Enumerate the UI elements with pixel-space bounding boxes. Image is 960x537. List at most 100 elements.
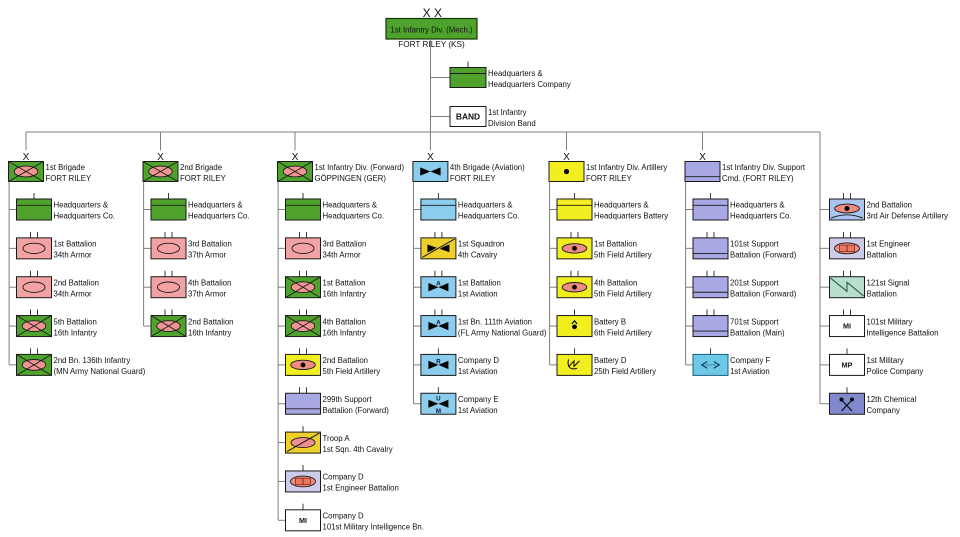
svg-text:1st Sqn. 4th Cavalry: 1st Sqn. 4th Cavalry: [323, 445, 393, 454]
svg-text:Battalion (Main): Battalion (Main): [730, 328, 785, 337]
svg-text:1st Infantry Div. Artillery: 1st Infantry Div. Artillery: [586, 163, 667, 172]
svg-text:16th Infantry: 16th Infantry: [323, 328, 366, 337]
svg-text:2nd Battalion: 2nd Battalion: [323, 356, 369, 365]
svg-text:FORT RILEY: FORT RILEY: [180, 174, 226, 183]
svg-text:Headquarters &: Headquarters &: [488, 69, 543, 78]
svg-text:Headquarters Co.: Headquarters Co.: [458, 212, 520, 221]
svg-text:1st Infantry Div. (Mech.): 1st Infantry Div. (Mech.): [390, 25, 473, 34]
svg-text:Headquarters &: Headquarters &: [54, 201, 109, 210]
svg-text:25th Field Artillery: 25th Field Artillery: [594, 367, 656, 376]
svg-text:5th Field Artillery: 5th Field Artillery: [323, 367, 381, 376]
svg-text:M: M: [436, 408, 441, 415]
svg-text:MI: MI: [299, 516, 307, 525]
svg-text:Battalion: Battalion: [867, 289, 897, 298]
svg-text:A: A: [436, 281, 441, 288]
svg-text:4th Cavalry: 4th Cavalry: [458, 251, 498, 260]
svg-text:Headquarters &: Headquarters &: [730, 201, 785, 210]
svg-text:Company: Company: [867, 406, 900, 415]
svg-text:4th Battalion: 4th Battalion: [323, 317, 366, 326]
svg-text:Cmd. (FORT RILEY): Cmd. (FORT RILEY): [722, 174, 794, 183]
svg-text:701st Support: 701st Support: [730, 317, 779, 326]
svg-text:121st Signal: 121st Signal: [867, 278, 910, 287]
svg-text:37th Armor: 37th Armor: [188, 251, 227, 260]
svg-text:2nd Bn. 136th Infantry: 2nd Bn. 136th Infantry: [54, 356, 131, 365]
svg-text:X: X: [427, 152, 434, 163]
svg-text:Troop A: Troop A: [323, 434, 351, 443]
svg-text:16th Infantry: 16th Infantry: [54, 328, 97, 337]
svg-text:6th Field Artillery: 6th Field Artillery: [594, 328, 652, 337]
svg-text:4th Brigade (Aviation): 4th Brigade (Aviation): [450, 163, 525, 172]
svg-text:FORT RILEY: FORT RILEY: [586, 174, 632, 183]
svg-text:Headquarters &: Headquarters &: [188, 201, 243, 210]
svg-text:X: X: [699, 152, 706, 163]
svg-text:Company E: Company E: [458, 395, 499, 404]
svg-text:5th Battalion: 5th Battalion: [54, 317, 97, 326]
svg-text:Company D: Company D: [458, 356, 500, 365]
svg-text:GÖPPINGEN (GER): GÖPPINGEN (GER): [315, 174, 387, 183]
svg-text:1st Infantry Div. Support: 1st Infantry Div. Support: [722, 163, 806, 172]
svg-text:1st Infantry Div. (Forward): 1st Infantry Div. (Forward): [315, 163, 405, 172]
svg-text:101st Support: 101st Support: [730, 240, 779, 249]
svg-text:5th Field Artillery: 5th Field Artillery: [594, 251, 652, 260]
svg-text:1st Infantry: 1st Infantry: [488, 108, 527, 117]
svg-text:FORT RILEY: FORT RILEY: [450, 174, 496, 183]
svg-text:Battery D: Battery D: [594, 356, 627, 365]
svg-text:R: R: [436, 358, 441, 365]
svg-text:MI: MI: [843, 322, 851, 331]
svg-text:12th Chemical: 12th Chemical: [867, 395, 917, 404]
svg-text:Battalion (Forward): Battalion (Forward): [730, 251, 797, 260]
svg-text:1st Squadron: 1st Squadron: [458, 240, 504, 249]
svg-text:201st Support: 201st Support: [730, 278, 779, 287]
svg-text:34th Armor: 34th Armor: [54, 289, 93, 298]
svg-text:Company D: Company D: [323, 473, 365, 482]
svg-text:1st Battalion: 1st Battalion: [54, 240, 97, 249]
svg-text:1st Military: 1st Military: [867, 356, 904, 365]
svg-text:Headquarters Company: Headquarters Company: [488, 80, 571, 89]
svg-text:1st Battalion: 1st Battalion: [458, 278, 501, 287]
svg-text:Company D: Company D: [323, 512, 365, 521]
svg-text:1st Aviation: 1st Aviation: [730, 367, 770, 376]
svg-text:37th Armor: 37th Armor: [188, 289, 227, 298]
svg-text:X: X: [23, 152, 30, 163]
svg-text:(MN Army National Guard): (MN Army National Guard): [54, 367, 146, 376]
svg-text:1st Aviation: 1st Aviation: [458, 406, 498, 415]
svg-text:Headquarters Battery: Headquarters Battery: [594, 212, 668, 221]
svg-text:Division Band: Division Band: [488, 119, 536, 128]
svg-text:Headquarters &: Headquarters &: [323, 201, 378, 210]
svg-text:1st Bn. 111th Aviation: 1st Bn. 111th Aviation: [458, 317, 532, 326]
svg-text:MP: MP: [842, 361, 853, 370]
svg-text:5th Field Artillery: 5th Field Artillery: [594, 289, 652, 298]
svg-text:1st Battalion: 1st Battalion: [323, 278, 366, 287]
svg-text:Headquarters Co.: Headquarters Co.: [323, 212, 385, 221]
svg-text:X: X: [292, 152, 299, 163]
svg-text:16th Infantry: 16th Infantry: [188, 328, 231, 337]
svg-text:X: X: [157, 152, 164, 163]
svg-text:1st Battalion: 1st Battalion: [594, 240, 637, 249]
svg-text:Headquarters &: Headquarters &: [458, 201, 513, 210]
svg-text:2nd Brigade: 2nd Brigade: [180, 163, 222, 172]
svg-text:Battery B: Battery B: [594, 317, 626, 326]
svg-text:1st Aviation: 1st Aviation: [458, 289, 498, 298]
svg-text:2nd Battalion: 2nd Battalion: [54, 278, 100, 287]
svg-text:Police Company: Police Company: [867, 367, 924, 376]
svg-text:1st Aviation: 1st Aviation: [458, 367, 498, 376]
svg-text:Company F: Company F: [730, 356, 771, 365]
svg-text:3rd Air Defense Artillery: 3rd Air Defense Artillery: [867, 212, 949, 221]
svg-text:2nd Battalion: 2nd Battalion: [867, 201, 913, 210]
svg-text:16th Infantry: 16th Infantry: [323, 289, 366, 298]
svg-text:Headquarters Co.: Headquarters Co.: [730, 212, 792, 221]
svg-text:34th Armor: 34th Armor: [323, 251, 362, 260]
svg-text:FORT RILEY: FORT RILEY: [46, 174, 92, 183]
svg-text:299th Support: 299th Support: [323, 395, 373, 404]
svg-text:FORT RILEY (KS): FORT RILEY (KS): [398, 40, 465, 49]
svg-text:3rd Battalion: 3rd Battalion: [323, 240, 367, 249]
svg-text:2nd Battalion: 2nd Battalion: [188, 317, 234, 326]
svg-text:101st Military: 101st Military: [867, 317, 913, 326]
svg-text:101st Military Intelligence Bn: 101st Military Intelligence Bn.: [323, 523, 424, 532]
svg-text:1st Brigade: 1st Brigade: [46, 163, 85, 172]
svg-text:X: X: [563, 152, 570, 163]
svg-text:1st Engineer Battalion: 1st Engineer Battalion: [323, 484, 399, 493]
svg-text:4th Battalion: 4th Battalion: [188, 278, 231, 287]
svg-text:Battalion (Forward): Battalion (Forward): [730, 289, 797, 298]
svg-text:Headquarters Co.: Headquarters Co.: [54, 212, 116, 221]
